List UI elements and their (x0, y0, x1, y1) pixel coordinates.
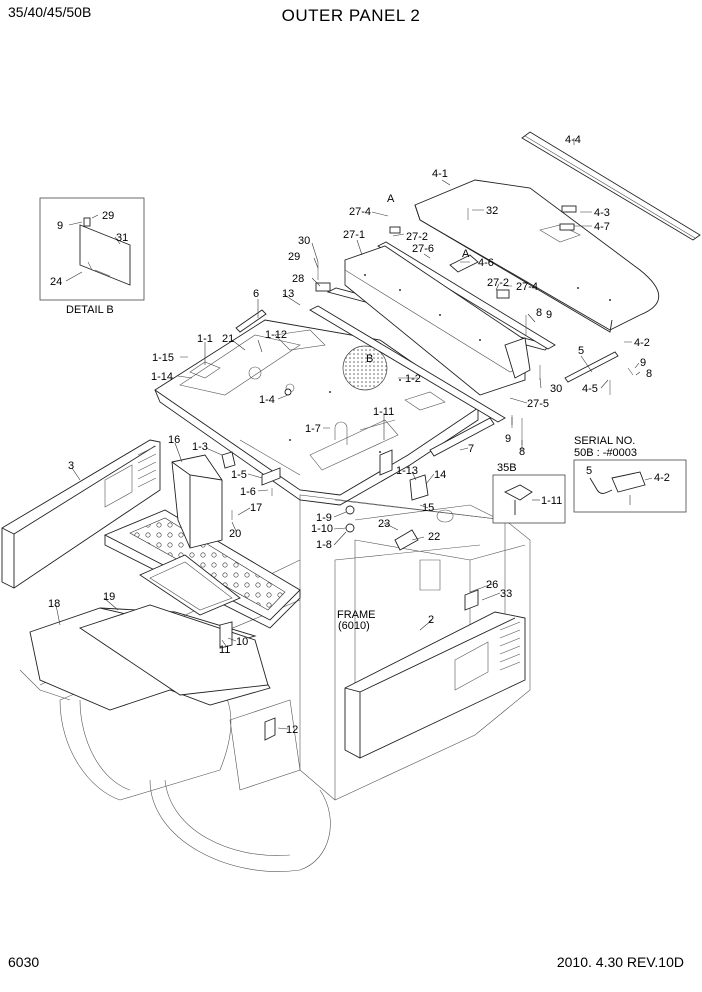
callout-label: 1-14 (151, 371, 173, 383)
gas-springs (235, 309, 619, 457)
callout-label: 30 (298, 235, 310, 247)
callout-label: 13 (282, 288, 294, 300)
frame-label: FRAME (337, 609, 376, 621)
callout-label: 28 (292, 273, 304, 285)
callout-label: 1-1 (197, 333, 213, 345)
callout-labels: 4-4 4-1 32 4-3 4-7 27-4 27-2 27-1 27-6 3… (48, 134, 670, 736)
callout-label: 9 (505, 433, 511, 445)
callout-label: 29 (288, 251, 300, 263)
callout-label: 8 (536, 307, 542, 319)
upper-support-panel (344, 245, 531, 396)
callout-label: 15 (422, 502, 434, 514)
callout-label: 8 (646, 368, 652, 380)
detail-b-callout: 31 (116, 232, 128, 244)
leader-lines (55, 138, 641, 730)
callout-label: 4-4 (565, 134, 581, 146)
section-marker-a: A (387, 193, 395, 205)
callout-label: 26 (486, 579, 498, 591)
callout-label: 33 (500, 588, 512, 600)
callout-label: 5 (578, 345, 584, 357)
detail-b-circle (342, 345, 388, 391)
callout-label: 7 (468, 443, 474, 455)
callout-label: 4-6 (478, 257, 494, 269)
callout-label: 16 (168, 434, 180, 446)
callout-label: 1-6 (240, 486, 256, 498)
detail-b-callout: 9 (57, 220, 63, 232)
callout-label: 1-12 (265, 329, 287, 341)
callout-label: 10 (236, 636, 248, 648)
callout-label: 1-2 (405, 373, 421, 385)
inset-35b (492, 474, 566, 524)
callout-label: 30 (550, 383, 562, 395)
callout-label: 18 (48, 598, 60, 610)
serial-range: 50B : -#0003 (574, 447, 637, 459)
callout-label: 12 (286, 724, 298, 736)
detail-b-callout: 29 (102, 210, 114, 222)
side-panel-2 (344, 611, 526, 759)
callout-label: 6 (253, 288, 259, 300)
serial-callout: 5 (586, 465, 592, 477)
callout-label: 9 (546, 309, 552, 321)
callout-label: 19 (103, 591, 115, 603)
frame-chassis (19, 494, 531, 872)
inset-35b-label: 35B (497, 462, 517, 474)
floor-plates (29, 604, 271, 711)
side-panel-3 (1, 439, 161, 589)
section-marker-a: A (462, 248, 470, 260)
callout-label: 4-2 (634, 337, 650, 349)
detail-b-callout: 24 (50, 276, 62, 288)
serial-callout: 4-2 (654, 472, 670, 484)
callout-label: 9 (640, 357, 646, 369)
callout-label: 4-7 (594, 221, 610, 233)
inset-serial (573, 459, 687, 513)
callout-label: 23 (378, 518, 390, 530)
callout-label: 22 (428, 531, 440, 543)
callout-label: 27-5 (527, 398, 549, 410)
callout-label: 14 (434, 469, 446, 481)
step-plate (103, 509, 301, 629)
callout-label: 27-6 (412, 243, 434, 255)
page-title: OUTER PANEL 2 (281, 6, 421, 25)
floor-panel-1-1 (154, 319, 479, 506)
callout-label: 1-10 (311, 523, 333, 535)
callout-label: 1-11 (373, 406, 394, 418)
callout-label: 20 (229, 528, 241, 540)
callout-label: 32 (486, 205, 498, 217)
callout-label: 1-15 (152, 352, 174, 364)
inset-35b-callout: 1-11 (541, 495, 562, 507)
section-marker-b: B (366, 353, 373, 365)
strip-4-4 (521, 131, 701, 241)
callout-label: 1-9 (316, 512, 332, 524)
model-number: 35/40/45/50B (8, 4, 92, 20)
callout-label: 1-8 (316, 539, 332, 551)
callout-label: 1-5 (231, 469, 247, 481)
callout-label: 11 (219, 644, 230, 656)
detail-b-caption: DETAIL B (66, 304, 114, 316)
callout-label: 1-4 (259, 394, 275, 406)
callout-label: 4-1 (432, 168, 448, 180)
callout-label: 4-5 (582, 383, 598, 395)
hood-4-1 (414, 179, 659, 333)
callout-label: 1-13 (396, 465, 418, 477)
callout-label: 1-7 (305, 423, 321, 435)
callout-label: 27-4 (349, 206, 371, 218)
callout-label: 27-1 (343, 229, 365, 241)
serial-heading: SERIAL NO. (574, 435, 635, 447)
callout-label: 3 (68, 460, 74, 472)
frame-label-ref: (6010) (338, 620, 370, 632)
callout-label: 4-3 (594, 207, 610, 219)
page-number: 6030 (8, 954, 40, 970)
callout-label: 1-3 (192, 441, 208, 453)
callout-label: 8 (519, 446, 525, 458)
callout-label: 2 (428, 614, 434, 626)
detail-b-inset (39, 197, 145, 301)
callout-label: 27-4 (516, 281, 538, 293)
callout-label: 17 (250, 502, 262, 514)
bracket-16 (171, 454, 223, 549)
callout-label: 27-2 (487, 277, 509, 289)
callout-label: 21 (222, 333, 234, 345)
date-revision: 2010. 4.30 REV.10D (556, 954, 684, 970)
callout-label: 27-2 (406, 231, 428, 243)
